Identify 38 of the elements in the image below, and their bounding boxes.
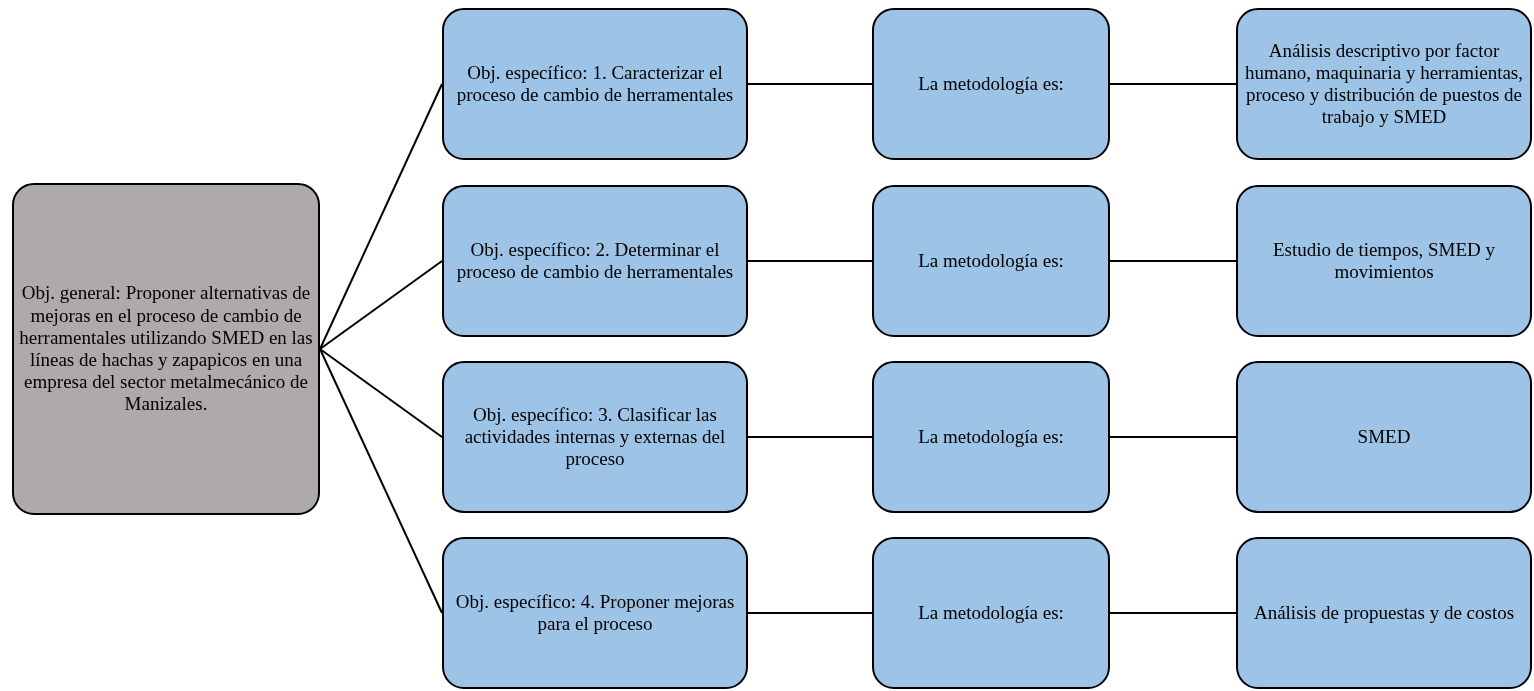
connector-line: [319, 348, 443, 614]
connector-line: [747, 612, 873, 614]
box-text: La metodología es:: [918, 425, 1064, 449]
methodology-box: [872, 537, 1110, 689]
objective-box: [442, 8, 748, 160]
connector-line: [747, 260, 873, 262]
general-objective-box: [12, 183, 320, 515]
box-text: La metodología es:: [918, 72, 1064, 96]
box-text: SMED: [1357, 425, 1411, 449]
connector-line: [319, 260, 443, 350]
connector-line: [1109, 83, 1237, 85]
result-box: [1236, 537, 1532, 689]
objective-box: [442, 185, 748, 337]
box-text: La metodología es:: [918, 249, 1064, 273]
result-box: [1236, 185, 1532, 337]
methodology-box: [872, 185, 1110, 337]
box-text: Análisis descriptivo por factor humano, maquinaria y herramientas, proceso y distribución de puestos de trabajo y SMED: [1243, 39, 1524, 129]
box-text: Obj. específico: 4. Proponer mejoras para el proceso: [454, 590, 736, 636]
methodology-box: [872, 361, 1110, 513]
box-text: Obj. general: Proponer alternativas de mejoras en el proceso de cambio de herramentales utilizando SMED en las líneas de hachas y zapapicos en una empresa del sector metalmecánico de Manizales.: [18, 282, 314, 416]
connector-line: [1109, 260, 1237, 262]
connector-line: [747, 83, 873, 85]
objective-box: [442, 361, 748, 513]
result-box: [1236, 361, 1532, 513]
connector-line: [319, 83, 443, 350]
connector-line: [1109, 612, 1237, 614]
methodology-box: [872, 8, 1110, 160]
box-text: Obj. específico: 3. Clasificar las actividades internas y externas del proceso: [463, 403, 727, 471]
box-text: Análisis de propuestas y de costos: [1253, 601, 1515, 625]
box-text: La metodología es:: [918, 601, 1064, 625]
result-box: [1236, 8, 1532, 160]
objective-box: [442, 537, 748, 689]
box-text: Obj. específico: 2. Determinar el proceso de cambio de herramentales: [455, 238, 735, 284]
box-text: Estudio de tiempos, SMED y movimientos: [1271, 238, 1497, 284]
connector-line: [747, 436, 873, 438]
connector-line: [319, 348, 443, 438]
box-text: Obj. específico: 1. Caracterizar el proceso de cambio de herramentales: [455, 61, 735, 107]
connector-line: [1109, 436, 1237, 438]
